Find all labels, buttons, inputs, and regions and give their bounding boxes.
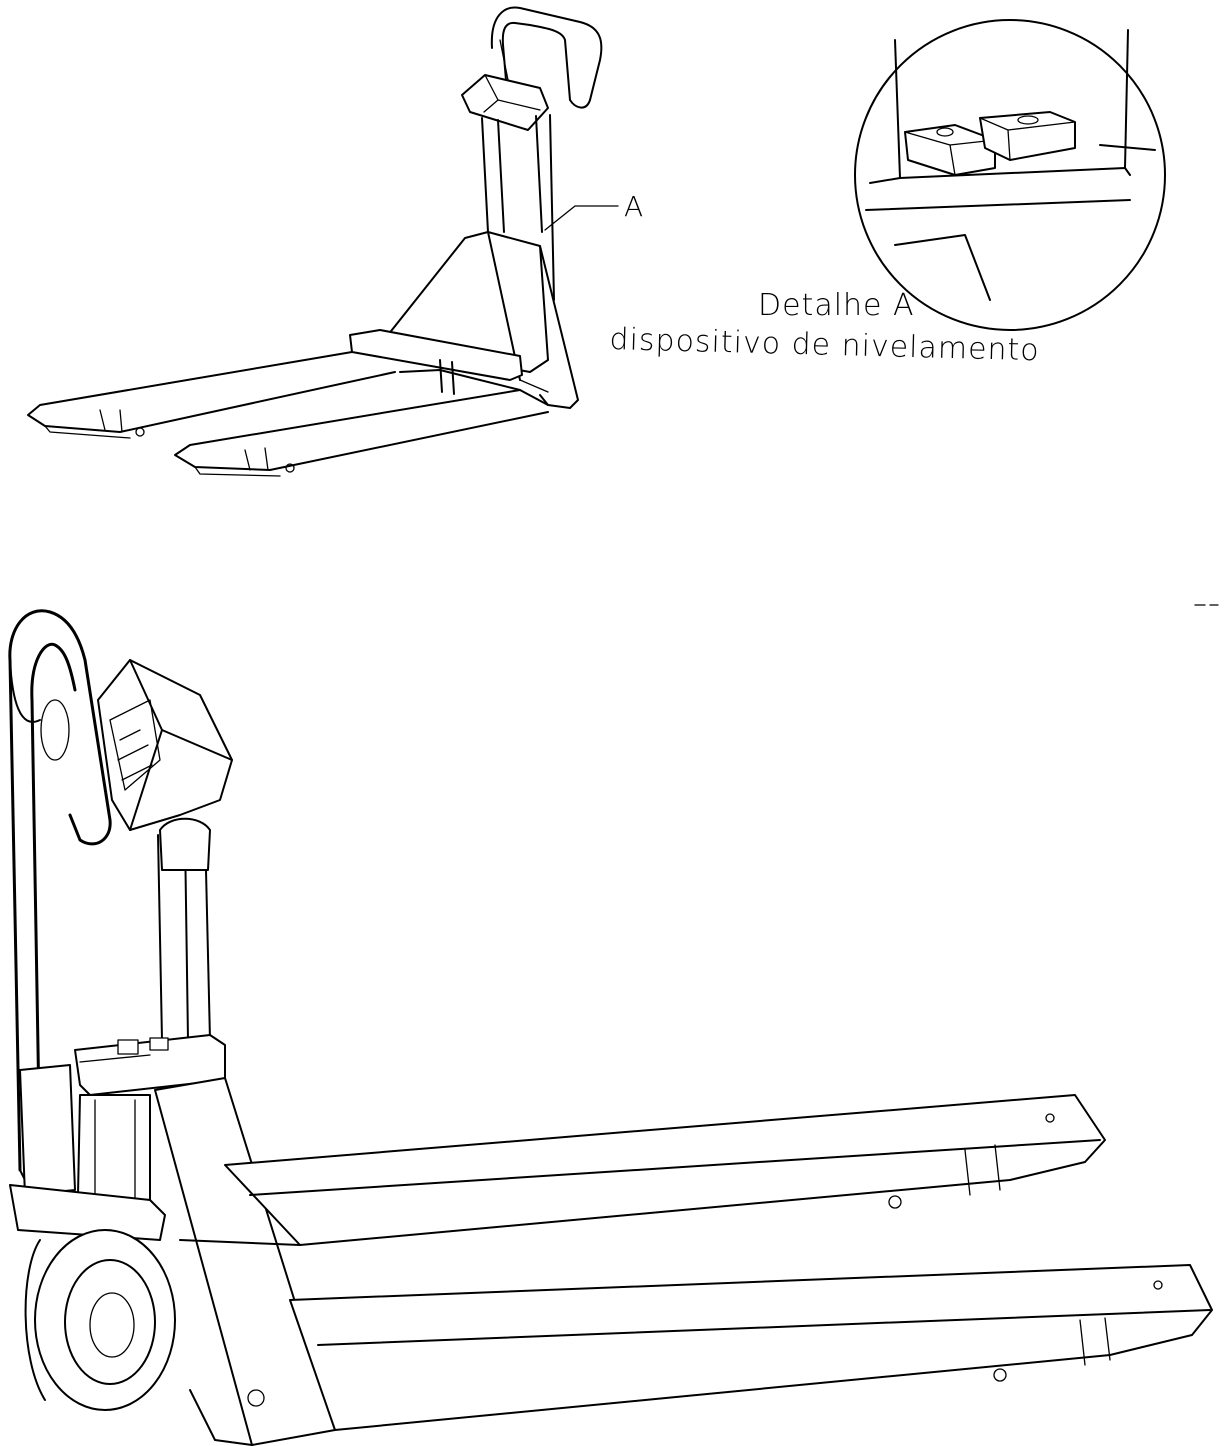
large-pallet-truck-drawing xyxy=(8,609,1213,1446)
detail-a-magnifier xyxy=(854,19,1166,331)
callout-label-a: A xyxy=(624,190,644,223)
detail-title: Detalhe A xyxy=(758,288,915,323)
small-pallet-truck-drawing xyxy=(27,6,619,477)
